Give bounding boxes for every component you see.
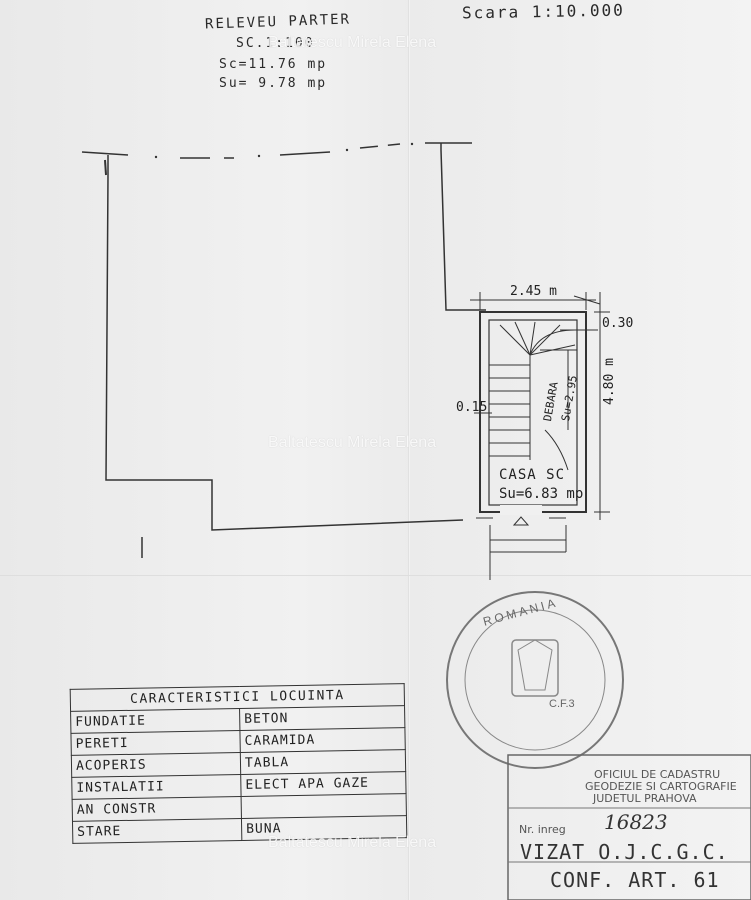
paper-fold-vertical	[408, 0, 410, 900]
plan-outline	[105, 155, 464, 531]
watermark: Baltatescu Mirela Elena	[268, 34, 437, 51]
room-name: CASA SC	[499, 467, 566, 483]
stamp-office-line1: OFICIUL DE CADASTRU	[594, 768, 721, 781]
dimension-wall: 0.30	[602, 316, 634, 331]
seal-code: C.F.3	[549, 698, 575, 710]
stamp-office-line2: GEODEZIE SI CARTOGRAFIE	[585, 780, 737, 793]
watermark: Baltatescu Mirela Elena	[268, 434, 437, 451]
registration-label: Nr. inreg	[519, 823, 566, 836]
stamp-conf: CONF. ART. 61	[550, 868, 720, 892]
dimension-width: 2.45 m	[510, 284, 557, 299]
stamp-office-line3: JUDETUL PRAHOVA	[593, 792, 697, 805]
stamp-vizat: VIZAT O.J.C.G.C.	[520, 840, 729, 864]
registration-number: 16823	[604, 810, 668, 834]
paper-fold-horizontal	[0, 575, 751, 576]
plan-scale: SC.1:100	[236, 36, 315, 51]
dimension-left: 0.15	[456, 400, 488, 415]
room-area: Su=6.83 mp	[499, 486, 584, 502]
built-area: Sc=11.76 mp	[219, 57, 328, 72]
watermark: Baltatescu Mirela Elena	[268, 834, 437, 851]
dimension-lines	[470, 292, 610, 520]
stairwell	[476, 311, 587, 580]
useful-area: Su= 9.78 mp	[219, 76, 328, 91]
plan-top-line	[81, 151, 129, 156]
